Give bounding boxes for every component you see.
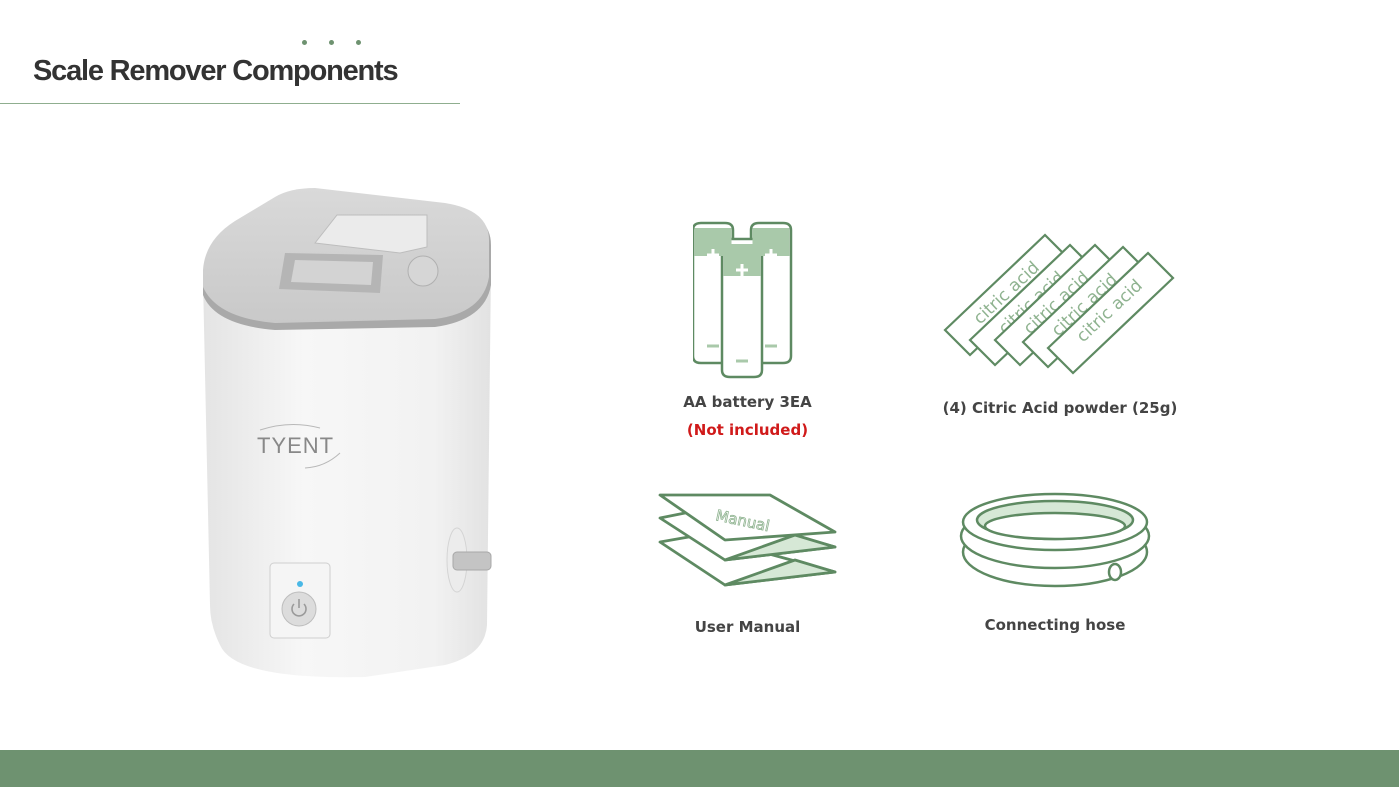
tyent-logo: TYENT [257, 424, 341, 469]
component-citric-acid: citric acid citric acid citric acid citr… [935, 230, 1185, 417]
component-label: (4) Citric Acid powder (25g) [942, 399, 1178, 417]
dot [329, 40, 334, 45]
page-title: Scale Remover Components [33, 55, 399, 87]
not-included-note: (Not included) [686, 421, 809, 439]
scale-remover-device-image: TYENT [195, 185, 505, 685]
component-label: AA battery 3EA [683, 393, 812, 411]
title-divider [0, 103, 460, 104]
power-icon [281, 591, 317, 627]
dot [356, 40, 361, 45]
svg-text:TYENT: TYENT [257, 433, 334, 458]
manual-icon: Manual [658, 493, 837, 587]
citric-acid-pack-icon: citric acid citric acid citric acid citr… [943, 233, 1175, 375]
component-user-manual: Manual User Manual [650, 490, 845, 636]
footer-band [0, 750, 1399, 787]
component-battery: AA battery 3EA (Not included) [660, 218, 835, 439]
header-dots [302, 40, 361, 45]
component-label: Connecting hose [984, 616, 1126, 634]
component-hose: Connecting hose [945, 490, 1165, 634]
dot [302, 40, 307, 45]
component-label: User Manual [694, 618, 801, 636]
battery-icon [691, 221, 792, 379]
hose-icon [959, 492, 1151, 588]
